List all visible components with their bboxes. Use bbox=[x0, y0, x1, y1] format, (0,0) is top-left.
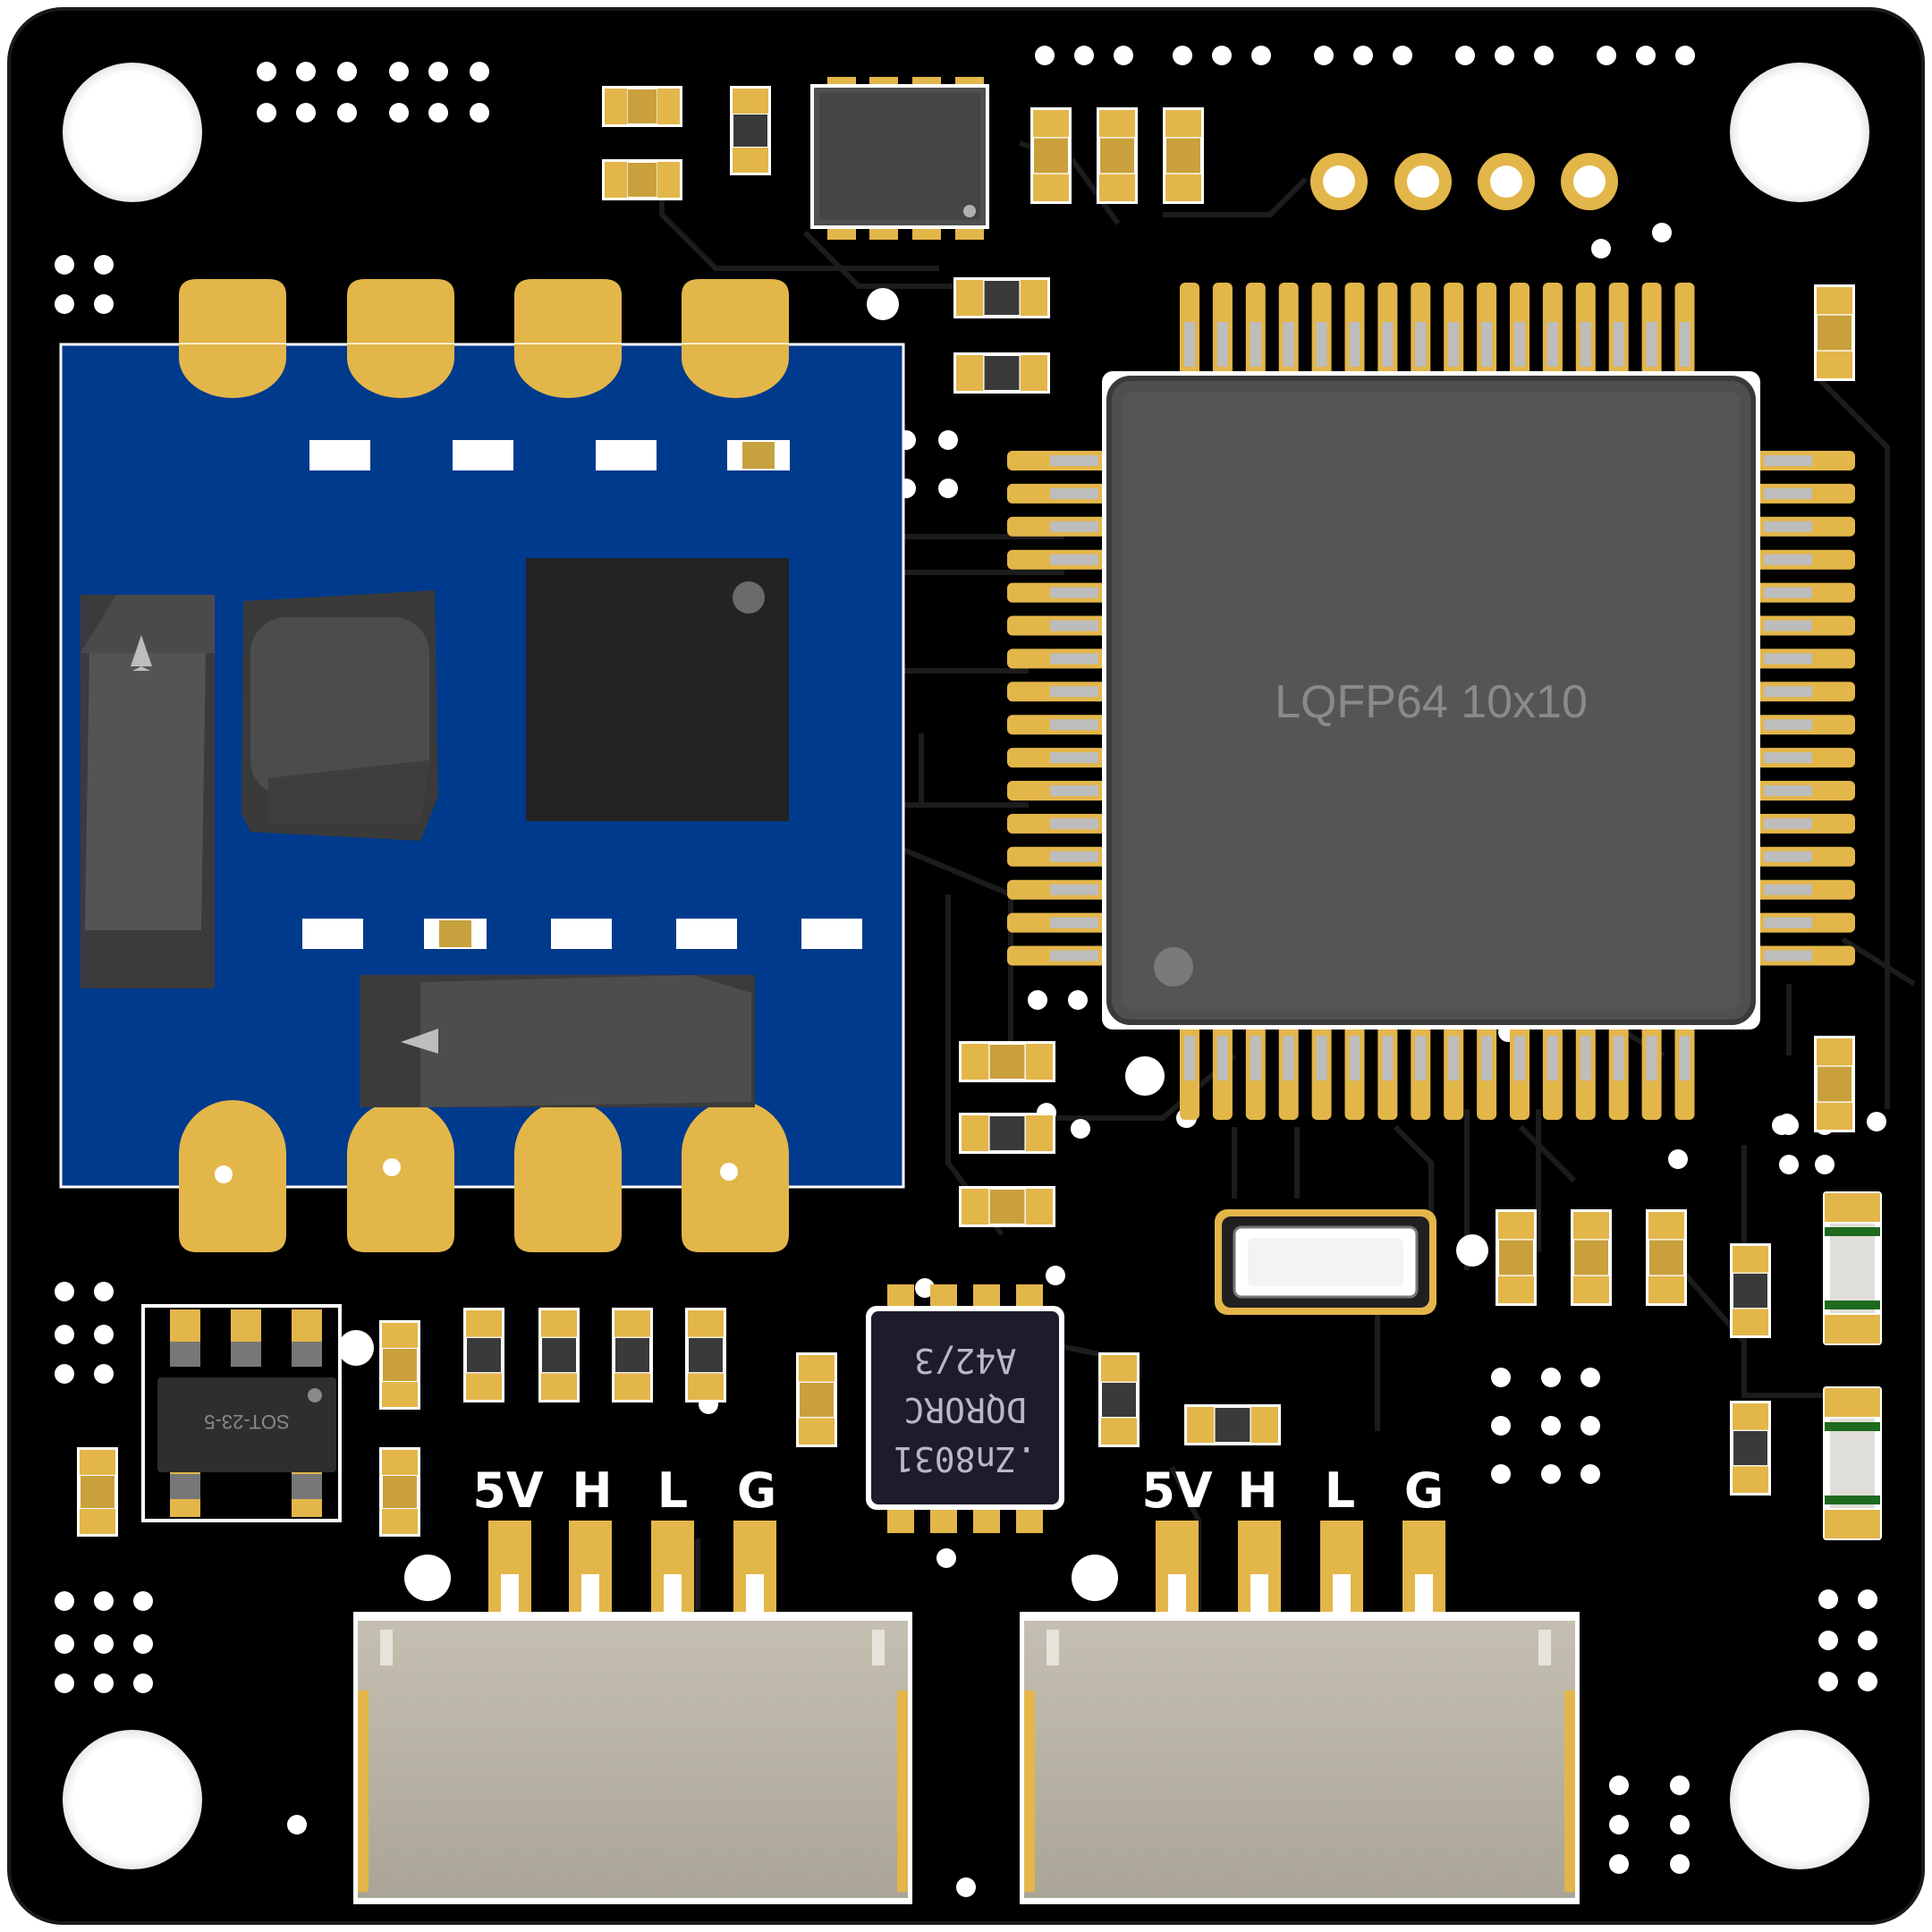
connector-right[interactable] bbox=[1020, 1521, 1580, 1904]
mounting-hole-bottom-left bbox=[63, 1730, 202, 1869]
via-array bbox=[55, 46, 1886, 1897]
transceiver-line2: DQRORC bbox=[903, 1390, 1026, 1429]
mcu-label: LQFP64 10x10 bbox=[1275, 676, 1588, 728]
mounting-hole-top-right bbox=[1730, 63, 1869, 202]
module-inductor bbox=[242, 590, 438, 841]
connector-left[interactable] bbox=[353, 1521, 912, 1904]
transceiver-line1: .Zn8031 bbox=[894, 1439, 1037, 1479]
mounting-hole-top-left bbox=[63, 63, 202, 202]
regulator-label: SOT-23-5 bbox=[204, 1411, 289, 1433]
passive-components bbox=[77, 86, 1882, 1540]
silkscreen-left: 5V H L G bbox=[472, 1462, 776, 1519]
pin-label-h-right: H bbox=[1237, 1462, 1277, 1519]
crystal bbox=[1215, 1209, 1436, 1315]
pin-label-h-left: H bbox=[572, 1462, 612, 1519]
dcdc-module bbox=[59, 279, 905, 1252]
can-transceiver: .Zn8031 DQRORC A42/3 bbox=[866, 1284, 1064, 1533]
header-pads-top bbox=[1310, 153, 1618, 210]
mounting-holes bbox=[63, 63, 1869, 1869]
pin-label-5v-right: 5V bbox=[1141, 1462, 1213, 1519]
module-diode-bottom bbox=[360, 975, 755, 1107]
mcu-lqfp64: LQFP64 10x10 bbox=[1007, 283, 1855, 1120]
pin-label-l-right: L bbox=[1325, 1462, 1355, 1519]
module-diode-left bbox=[80, 595, 215, 988]
pin-label-l-left: L bbox=[657, 1462, 688, 1519]
transceiver-line3: A42/3 bbox=[914, 1341, 1016, 1380]
pin-label-5v-left: 5V bbox=[472, 1462, 544, 1519]
mounting-hole-bottom-right bbox=[1730, 1730, 1869, 1869]
pin-label-g-right: G bbox=[1404, 1462, 1444, 1519]
soic8-top bbox=[810, 77, 989, 240]
sot23-regulator: SOT-23-5 bbox=[141, 1304, 342, 1522]
pin-label-g-left: G bbox=[737, 1462, 776, 1519]
silkscreen-right: 5V H L G bbox=[1141, 1462, 1444, 1519]
